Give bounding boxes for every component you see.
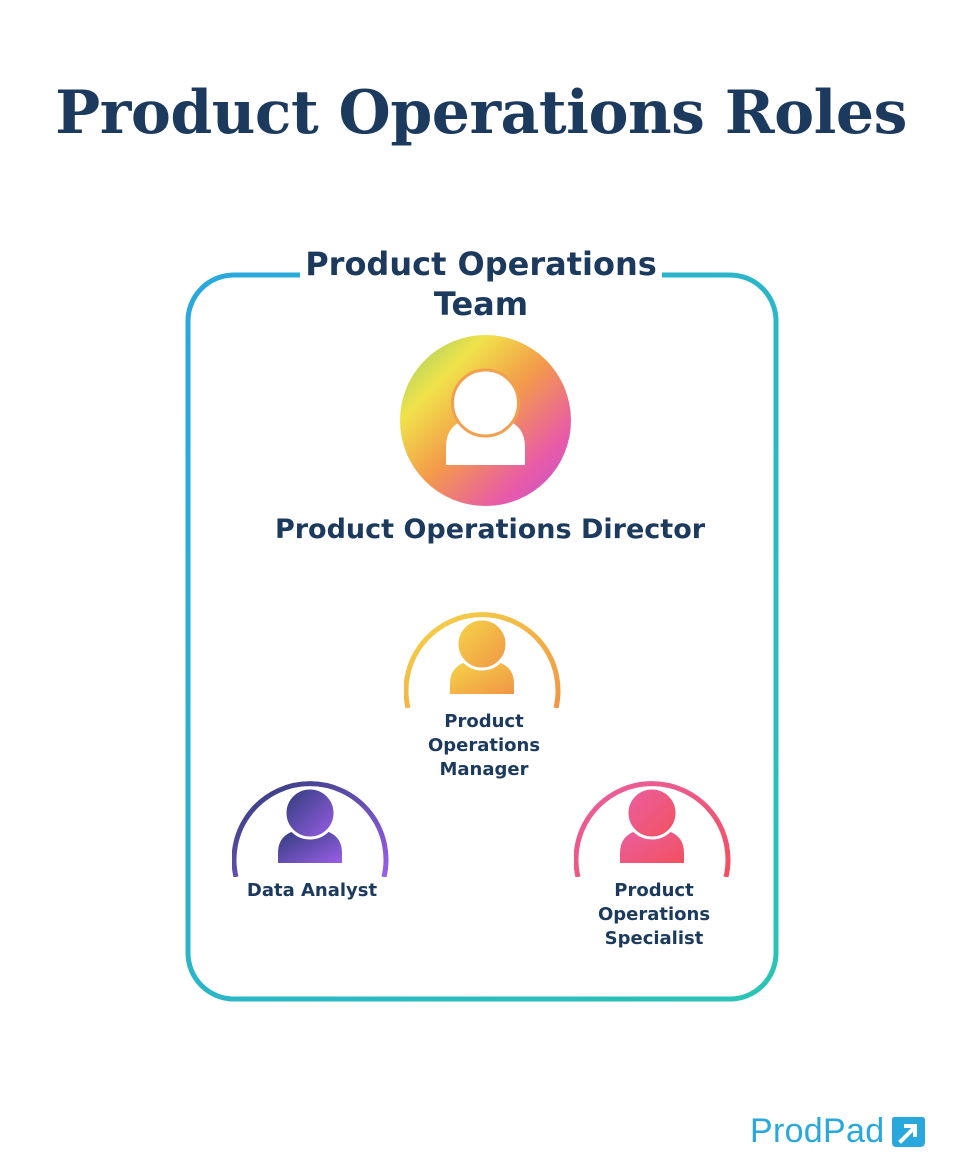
page-title: Product Operations Roles (55, 78, 907, 148)
role-label-line: Operations (427, 735, 541, 756)
role-label: Product Operations Manager (374, 710, 594, 782)
person-icon (278, 786, 342, 863)
specialist-avatar (574, 781, 731, 877)
team-label: Product Operations Team (300, 244, 662, 324)
role-analyst: Data Analyst (232, 757, 392, 901)
director-label: Product Operations Director (274, 514, 706, 545)
role-label-line: Operations (597, 904, 711, 925)
logo-text: ProdPad (750, 1112, 885, 1150)
team-label-text: Product Operations Team (305, 245, 657, 323)
person-icon (620, 786, 684, 863)
analyst-avatar (232, 781, 389, 877)
role-label-line: Data Analyst (246, 880, 378, 901)
role-label-line: Product (614, 880, 694, 901)
manager-avatar (404, 612, 561, 708)
prodpad-arrow-icon (892, 1116, 926, 1147)
role-label-line: Manager (439, 759, 529, 780)
role-label-line: Product (444, 711, 524, 732)
person-icon (450, 617, 514, 694)
role-label-line: Specialist (604, 928, 704, 949)
role-specialist: Product Operations Specialist (574, 757, 734, 949)
director-avatar (400, 335, 571, 506)
person-icon (446, 368, 525, 465)
role-manager: Product Operations Manager (404, 588, 564, 780)
prodpad-logo: ProdPad (750, 1112, 926, 1151)
role-label: Data Analyst (202, 879, 422, 903)
role-label: Product Operations Specialist (544, 879, 764, 951)
